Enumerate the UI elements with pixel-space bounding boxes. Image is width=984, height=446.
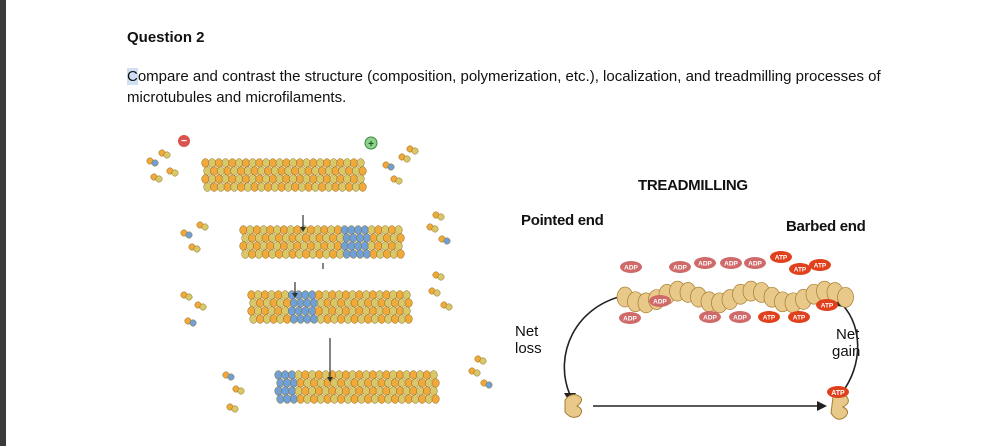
svg-text:ADP: ADP bbox=[703, 315, 717, 322]
adp-badge: ADP bbox=[669, 261, 691, 273]
minus-end-circle bbox=[178, 135, 190, 147]
net-loss-label-2: loss bbox=[515, 340, 542, 357]
gain-arrow bbox=[836, 299, 859, 396]
tubulin-dimer bbox=[406, 145, 419, 155]
tubulin-dimer bbox=[184, 317, 197, 327]
atp-badge: ATP bbox=[770, 251, 792, 263]
adp-badge: ADP bbox=[729, 311, 751, 323]
atp-badge: ATP bbox=[788, 311, 810, 323]
adp-badge: ADP bbox=[720, 257, 742, 269]
tubulin-dimer bbox=[232, 385, 245, 395]
tubulin-dimer bbox=[390, 175, 403, 185]
svg-text:ADP: ADP bbox=[724, 261, 738, 268]
plus-end-circle bbox=[364, 136, 378, 150]
tubulin-dimer bbox=[474, 355, 487, 365]
tubulin-dimer bbox=[150, 173, 163, 183]
svg-text:ADP: ADP bbox=[624, 265, 638, 272]
tubulin-dimer bbox=[428, 287, 441, 297]
text-cursor-highlight: C bbox=[127, 68, 138, 85]
microtubule bbox=[201, 158, 367, 192]
net-loss-label-1: Net bbox=[515, 323, 539, 340]
tubulin-dimer bbox=[426, 223, 439, 233]
microtubule-rows bbox=[201, 158, 440, 404]
svg-text:ADP: ADP bbox=[673, 265, 687, 272]
net-gain-label-2: gain bbox=[832, 343, 861, 360]
tubulin-dimer bbox=[196, 221, 209, 231]
tubulin-dimer bbox=[382, 161, 395, 171]
microtubule-diagram: − + bbox=[146, 135, 493, 413]
minus-sign: − bbox=[181, 136, 187, 147]
atp-badge: ATP bbox=[809, 259, 831, 271]
adp-badge: ADP bbox=[620, 261, 642, 273]
tubulin-dimer bbox=[468, 367, 481, 377]
barbed-end-label: Barbed end bbox=[786, 218, 866, 235]
svg-text:ATP: ATP bbox=[775, 255, 788, 262]
question-title: Question 2 bbox=[127, 29, 205, 46]
svg-text:ADP: ADP bbox=[653, 299, 667, 306]
svg-text:ATP: ATP bbox=[794, 267, 807, 274]
actin-filament: ADP ADP ADP ADP ADP ATP ATP ATP ADP ADP ADP ADP ATP A… bbox=[616, 251, 854, 324]
tubulin-dimer bbox=[480, 379, 493, 389]
adp-badge: ADP bbox=[744, 257, 766, 269]
free-adp-actin bbox=[564, 394, 583, 418]
treadmilling-diagram: ADP ADP ADP ADP ADP ATP ATP ATP ADP ADP ADP ADP ATP A… bbox=[563, 251, 859, 420]
pointed-end-label: Pointed end bbox=[521, 212, 604, 229]
tubulin-dimer bbox=[432, 271, 445, 281]
tubulin-dimer bbox=[146, 157, 159, 167]
tubulin-dimer bbox=[158, 149, 171, 159]
svg-text:ADP: ADP bbox=[748, 261, 762, 268]
adp-badge: ADP bbox=[699, 311, 721, 323]
tubulin-dimer bbox=[222, 371, 235, 381]
atp-badge: ATP bbox=[789, 263, 811, 275]
tubulin-dimer bbox=[440, 301, 453, 311]
svg-text:ADP: ADP bbox=[733, 315, 747, 322]
atp-badge: ATP bbox=[758, 311, 780, 323]
adp-badge: ADP bbox=[694, 257, 716, 269]
microtubule bbox=[274, 370, 440, 404]
tubulin-dimer bbox=[438, 235, 451, 245]
microtubule bbox=[247, 290, 413, 324]
svg-text:ADP: ADP bbox=[623, 316, 637, 323]
tubulin-dimer bbox=[180, 229, 193, 239]
loss-arrow bbox=[563, 294, 628, 396]
svg-text:ATP: ATP bbox=[814, 263, 827, 270]
page-edge bbox=[0, 0, 6, 446]
atp-tag: ATP bbox=[831, 390, 845, 397]
atp-badge: ATP bbox=[816, 299, 838, 311]
tubulin-dimer bbox=[432, 211, 445, 221]
tubulin-dimer bbox=[180, 291, 193, 301]
treadmilling-title: TREADMILLING bbox=[638, 177, 748, 194]
svg-text:ATP: ATP bbox=[793, 315, 806, 322]
net-gain-label-1: Net bbox=[836, 326, 860, 343]
free-dimers bbox=[146, 145, 493, 413]
tubulin-dimer bbox=[188, 243, 201, 253]
adp-badge: ADP bbox=[649, 295, 671, 307]
tubulin-dimer bbox=[398, 153, 411, 163]
free-atp-actin: ATP bbox=[827, 386, 849, 420]
arrows bbox=[294, 215, 331, 377]
tubulin-dimer bbox=[166, 167, 179, 177]
svg-text:ATP: ATP bbox=[763, 315, 776, 322]
svg-text:ATP: ATP bbox=[821, 303, 834, 310]
tubulin-dimer bbox=[194, 301, 207, 311]
microtubule bbox=[239, 225, 405, 259]
question-body: ompare and contrast the structure (compo… bbox=[127, 68, 881, 106]
plus-sign: + bbox=[368, 139, 374, 150]
svg-text:ADP: ADP bbox=[698, 261, 712, 268]
tubulin-dimer bbox=[226, 403, 239, 413]
question-text: Compare and contrast the structure (comp… bbox=[127, 66, 887, 108]
adp-badge: ADP bbox=[619, 312, 641, 324]
